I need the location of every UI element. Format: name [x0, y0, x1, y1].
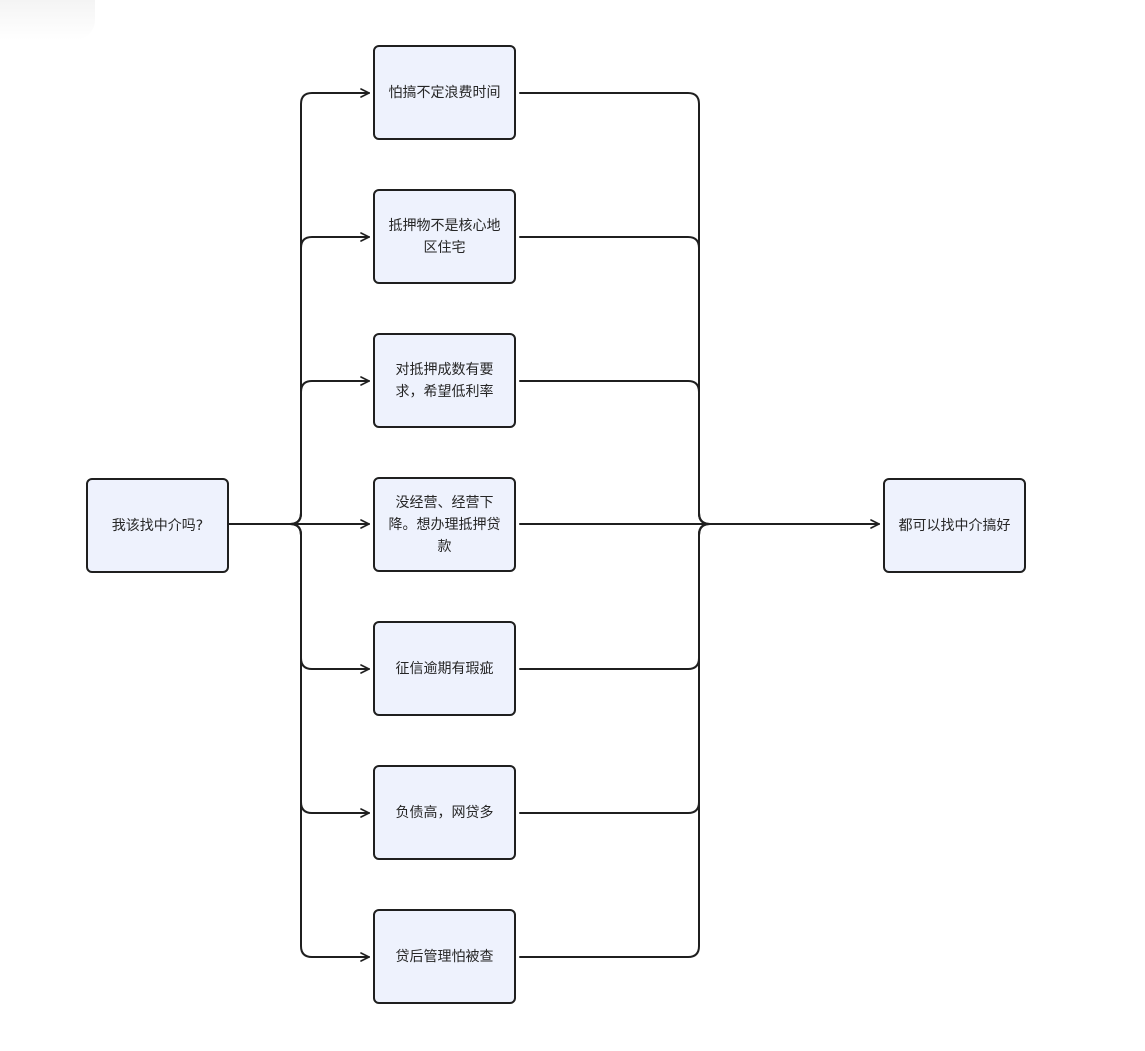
start-node: 我该找中介吗? — [86, 478, 229, 573]
edge-from-node-3 — [519, 380, 711, 525]
edge-to-node-6 — [289, 523, 370, 818]
reason-node-3-label: 对抵押成数有要求，希望低利率 — [395, 361, 494, 400]
reason-node-3: 对抵押成数有要求，希望低利率 — [373, 333, 516, 428]
edge-to-node-5 — [289, 523, 370, 674]
reason-node-5: 征信逾期有瑕疵 — [373, 621, 516, 716]
reason-node-4: 没经营、经营下降。想办理抵押贷款 — [373, 477, 516, 572]
corner-shadow — [0, 0, 95, 40]
reason-node-2-label: 抵押物不是核心地区住宅 — [388, 217, 501, 256]
reason-node-5-label: 征信逾期有瑕疵 — [395, 660, 494, 677]
end-node-label: 都可以找中介搞好 — [898, 517, 1011, 534]
edge-from-node-6 — [519, 523, 711, 814]
reason-node-6: 负债高，网贷多 — [373, 765, 516, 860]
edge-from-node-1 — [519, 92, 711, 525]
end-node: 都可以找中介搞好 — [883, 478, 1026, 573]
edge-to-node-2 — [289, 232, 370, 525]
edge-from-node-2 — [519, 236, 711, 525]
edge-from-node-5 — [519, 523, 711, 670]
reason-node-7: 贷后管理怕被查 — [373, 909, 516, 1004]
reason-node-4-label: 没经营、经营下降。想办理抵押贷款 — [388, 494, 501, 555]
reason-node-2: 抵押物不是核心地区住宅 — [373, 189, 516, 284]
reason-node-7-label: 贷后管理怕被查 — [395, 948, 494, 965]
start-node-label: 我该找中介吗? — [111, 517, 204, 534]
edge-to-node-1 — [289, 88, 370, 525]
reason-node-1: 怕搞不定浪费时间 — [373, 45, 516, 140]
reason-node-6-label: 负债高，网贷多 — [395, 804, 494, 821]
edge-from-node-7 — [519, 523, 711, 958]
edge-to-node-7 — [289, 523, 370, 962]
reason-node-1-label: 怕搞不定浪费时间 — [388, 84, 501, 101]
edge-to-node-3 — [289, 376, 370, 525]
